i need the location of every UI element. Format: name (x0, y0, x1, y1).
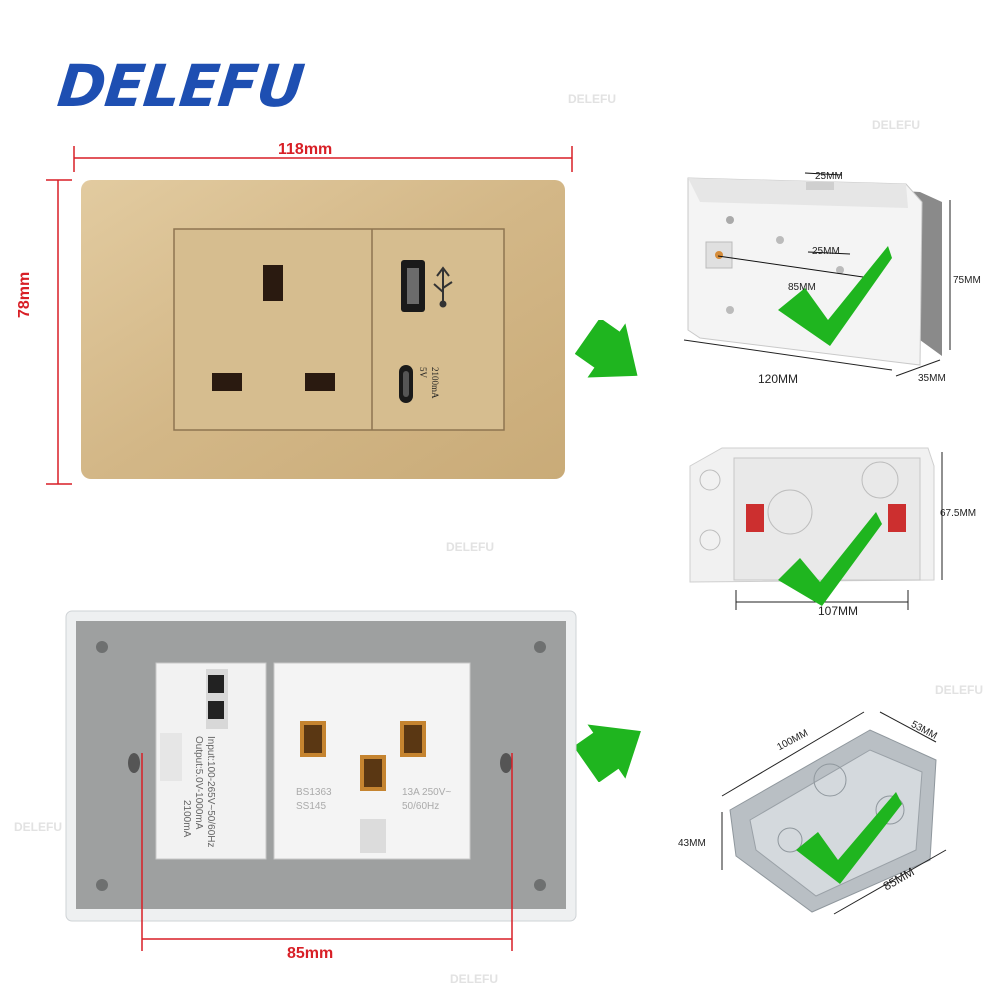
usb-icon (433, 266, 453, 308)
box1-inner-label: 25MM (812, 246, 840, 257)
width-dimension (73, 146, 573, 172)
live-pin-hole (212, 373, 242, 391)
back-panel-illustration (65, 610, 577, 951)
neutral-pin-hole (305, 373, 335, 391)
usb-rating-voltage: 5V (418, 367, 428, 378)
arrow-icon (575, 320, 638, 378)
box1-inner-width-label: 85MM (788, 282, 816, 293)
watermark: DELEFU (568, 92, 616, 106)
usb-rating-current: 2100mA (430, 367, 440, 399)
box2-illustration (689, 447, 943, 610)
watermark: DELEFU (935, 683, 983, 697)
socket-standard-text-2: SS145 (296, 801, 327, 812)
box3-height-label: 43MM (678, 838, 706, 849)
box3-illustration (721, 711, 947, 915)
height-dimension (46, 179, 72, 485)
watermark: DELEFU (450, 972, 498, 986)
arrow-icon (575, 724, 641, 782)
box2-height-label: 67.5MM (940, 508, 977, 519)
front-width-label: 118mm (278, 141, 333, 158)
earth-pin-hole (263, 265, 283, 301)
module-input-text: Input:100-265V~50/60Hz (205, 736, 216, 848)
module-output-text: Output:5.0V-1000mA (193, 736, 204, 830)
socket-frame (173, 228, 505, 431)
front-panel-illustration (46, 146, 573, 485)
box1-depth-label: 35MM (918, 373, 946, 384)
box2-length-label: 107MM (818, 604, 859, 618)
watermark: DELEFU (872, 118, 920, 132)
box1-length-label: 120MM (758, 372, 799, 386)
front-height-label: 78mm (16, 271, 33, 318)
box1-top-label: 25MM (815, 171, 843, 182)
socket-rating-text: 13A 250V~ (402, 787, 452, 798)
box1-illustration (683, 172, 951, 377)
socket-standard-text: BS1363 (296, 787, 332, 798)
back-width-label: 85mm (287, 945, 334, 962)
socket-rating-text-2: 50/60Hz (402, 801, 440, 812)
module-current-text: 2100mA (181, 800, 192, 838)
watermark: DELEFU (14, 820, 62, 834)
watermark: DELEFU (446, 540, 494, 554)
box1-height-label: 75MM (953, 275, 981, 286)
